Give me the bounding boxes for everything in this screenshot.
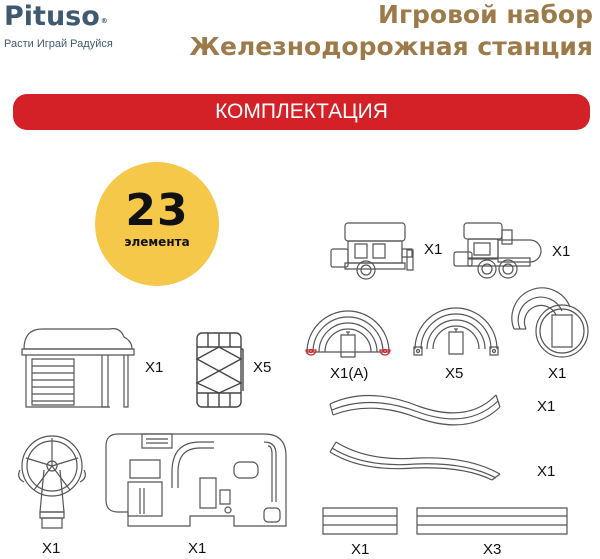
element-count-label: элемента (124, 235, 190, 249)
arch-bridge-icon (410, 297, 502, 357)
logo-text: Pituso (4, 1, 100, 32)
arch-bridge-qty: X5 (445, 365, 464, 382)
spiral-track-icon (512, 297, 594, 359)
long-straight-track-qty: X3 (483, 541, 502, 558)
ferris-wheel-icon (14, 430, 94, 530)
short-straight-track-icon (322, 507, 398, 535)
wagon-qty: X1 (424, 241, 443, 258)
curved-track-1-qty: X1 (537, 398, 556, 415)
element-count: 23 (125, 185, 189, 236)
wagon-icon (325, 220, 415, 280)
ferris-wheel-qty: X1 (42, 540, 61, 557)
curved-track-2-icon (328, 440, 503, 480)
arch-bridge-a-icon (302, 300, 394, 360)
curved-track-2-qty: X1 (537, 463, 556, 480)
base-platform-icon (104, 432, 289, 532)
arch-bridge-a-qty: X1(A) (330, 365, 369, 382)
locomotive-qty: X1 (552, 243, 571, 260)
contents-banner: КОМПЛЕКТАЦИЯ (13, 94, 590, 130)
product-title-line2: Железнодорожная станция (189, 32, 593, 61)
short-straight-track-qty: X1 (351, 541, 370, 558)
product-title-line1: Игровой набор (378, 0, 593, 29)
support-block-qty: X5 (253, 359, 272, 376)
brand-logo: Pituso® (4, 2, 108, 32)
long-straight-track-icon (416, 507, 568, 535)
garage-station-qty: X1 (145, 359, 164, 376)
garage-station-icon (20, 323, 135, 411)
support-block-icon (195, 331, 245, 409)
element-count-badge: 23 элемента (95, 162, 219, 286)
spiral-track-qty: X1 (548, 365, 567, 382)
curved-track-1-icon (328, 392, 503, 427)
locomotive-icon (450, 220, 545, 282)
base-platform-qty: X1 (188, 540, 207, 557)
registered-mark: ® (100, 17, 108, 25)
brand-tagline: Расти Играй Радуйся (4, 38, 113, 50)
